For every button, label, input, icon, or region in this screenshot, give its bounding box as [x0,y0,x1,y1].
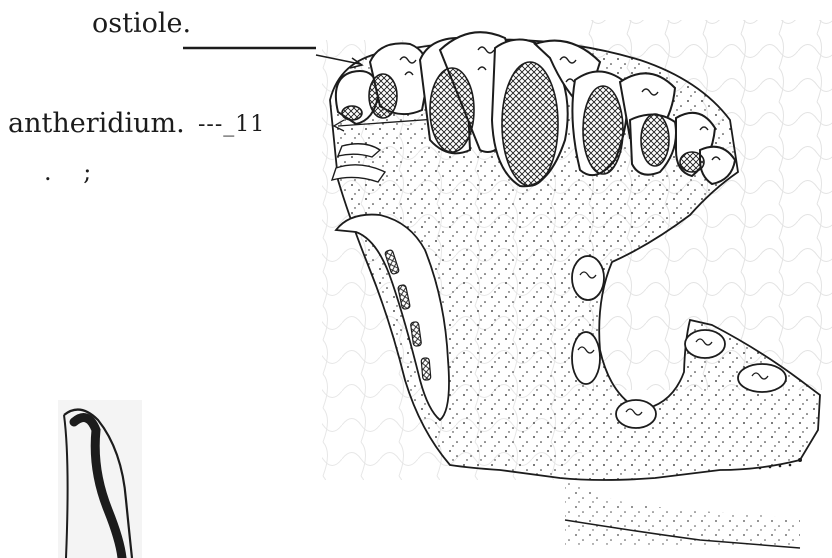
receptacle-section-drawing [0,0,832,558]
